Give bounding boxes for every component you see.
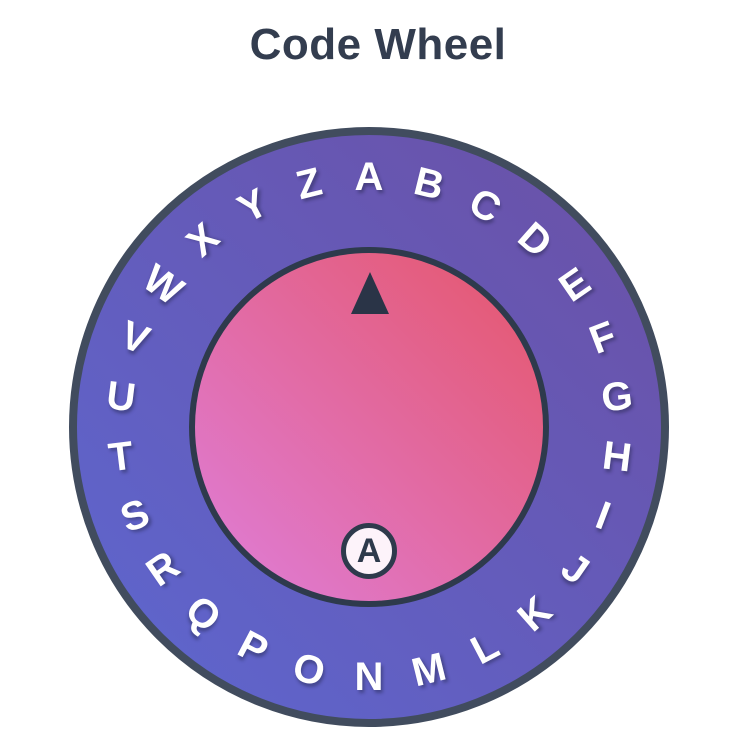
triangle-up-icon — [351, 272, 389, 314]
page-title: Code Wheel — [249, 20, 507, 69]
wheel-letter-T: T — [106, 433, 136, 481]
wheel-letter-Q: Q — [176, 587, 230, 641]
wheel-letter-Z: Z — [292, 159, 327, 209]
wheel-letter-G: G — [599, 373, 636, 421]
wheel-letter-O: O — [288, 644, 330, 695]
wheel-letter-Y: Y — [230, 179, 275, 232]
wheel-letter-J: J — [553, 544, 597, 594]
wheel-letter-M: M — [407, 644, 451, 696]
dial-marker[interactable]: A — [341, 523, 397, 579]
wheel-letter-D: D — [509, 213, 561, 266]
wheel-letter-F: F — [583, 313, 622, 364]
wheel-letter-P: P — [230, 622, 275, 675]
wheel-letter-E: E — [551, 259, 599, 311]
wheel-letter-W: W — [135, 256, 192, 314]
wheel-letter-N: N — [354, 655, 384, 699]
inner-dial[interactable]: A — [189, 247, 549, 607]
wheel-letter-A: A — [354, 155, 384, 199]
wheel-letter-U: U — [103, 373, 138, 421]
wheel-letter-X: X — [178, 214, 228, 266]
wheel-letter-C: C — [462, 179, 509, 232]
wheel-letter-S: S — [114, 490, 156, 541]
wheel-letter-B: B — [409, 159, 449, 210]
wheel-letter-V: V — [114, 313, 156, 364]
wheel-letter-L: L — [464, 623, 507, 674]
wheel-letter-H: H — [600, 433, 635, 481]
wheel-letter-K: K — [509, 588, 561, 641]
wheel-letter-I: I — [589, 493, 616, 539]
wheel-letter-R: R — [138, 542, 188, 596]
dial-marker-letter: A — [356, 531, 382, 570]
